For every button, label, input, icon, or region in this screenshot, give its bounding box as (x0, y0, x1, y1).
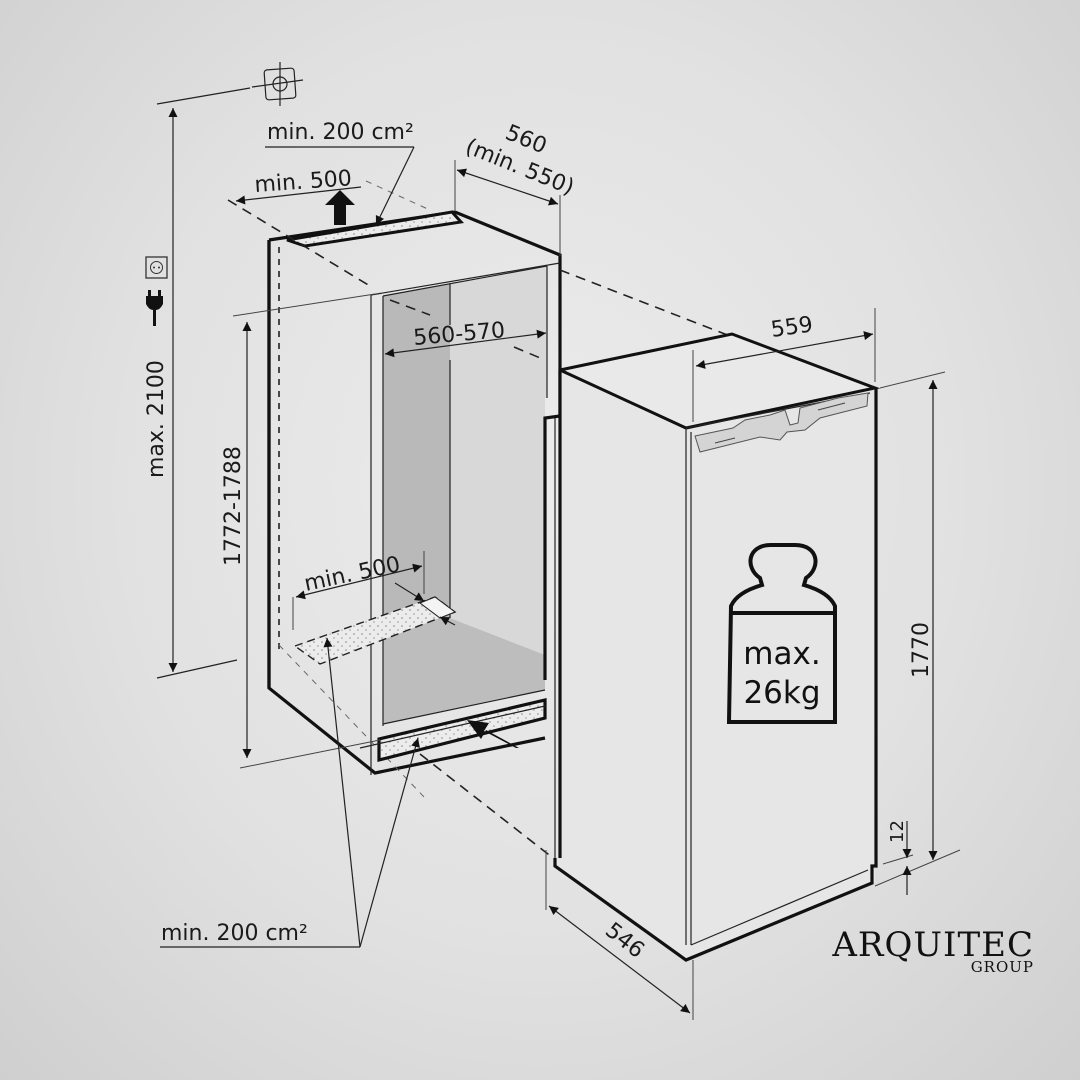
appliance-width-label: 559 (769, 312, 814, 343)
brand-sub: GROUP (971, 958, 1034, 976)
ceiling-crosshair-icon (156, 62, 304, 106)
niche-height-dimension: 1772-1788 (221, 293, 381, 769)
weight-icon: max. 26kg (726, 543, 837, 724)
brand-logo: ARQUITEC GROUP (831, 925, 1034, 976)
appliance-height-dimension: 1770 (879, 371, 946, 860)
appliance-width-dimension: 559 (692, 308, 876, 422)
niche-height-label: 1772-1788 (221, 446, 246, 566)
cabinet-niche (227, 199, 731, 859)
airflow-arrow-icon (325, 190, 355, 225)
bottom-vent-area-label: min. 200 cm² (161, 921, 308, 946)
power-plug-icon (146, 290, 163, 326)
top-vent-area-label: min. 200 cm² (267, 120, 414, 145)
power-socket-icon (145, 256, 168, 279)
airflow-arrow-icon (467, 720, 519, 748)
brand-name: ARQUITEC (831, 925, 1034, 965)
control-panel (694, 392, 869, 453)
bottom-vent-area-callout: min. 200 cm² (160, 637, 420, 948)
max-height-dimension: max. 2100 (144, 108, 238, 679)
top-vent-area-callout: min. 200 cm² (265, 120, 415, 226)
appliance-height-label: 1770 (909, 622, 934, 678)
plinth-offset-dimension: 12 (874, 820, 961, 895)
door-weight-line2: 26kg (743, 675, 820, 711)
plinth-offset-label: 12 (887, 820, 908, 843)
max-height-label: max. 2100 (144, 360, 169, 478)
appliance (553, 332, 881, 962)
door-weight-line1: max. (743, 636, 820, 672)
